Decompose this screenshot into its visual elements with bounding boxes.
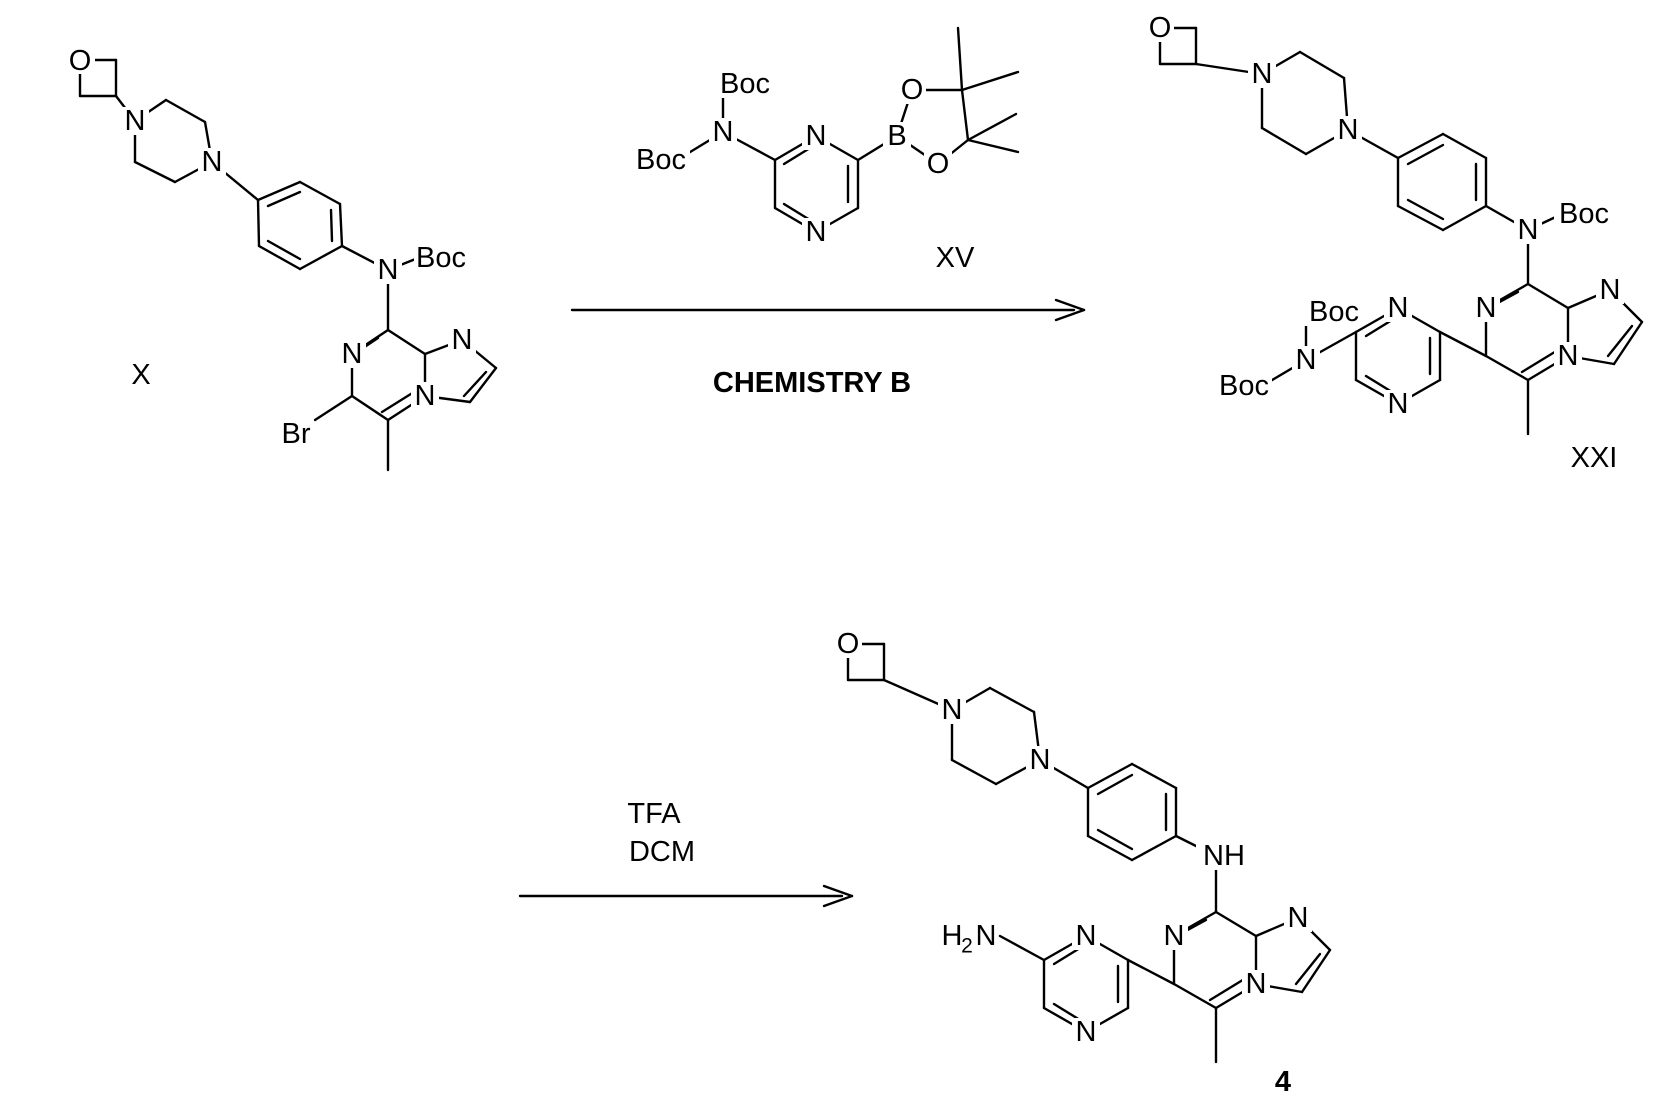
product-4-label: 4 xyxy=(1275,1066,1291,1098)
atom-n: N xyxy=(1076,1016,1097,1048)
atom-n: N xyxy=(1388,292,1409,324)
atom-o: O xyxy=(69,45,92,77)
compound-xv-label: XV xyxy=(936,242,975,274)
atom-n: N xyxy=(1338,114,1359,146)
atom-n: N xyxy=(1288,902,1309,934)
atom-o: O xyxy=(837,628,860,660)
boc-group: Boc xyxy=(720,68,770,100)
boc-group: Boc xyxy=(636,144,686,176)
atom-n: N xyxy=(378,254,399,286)
atom-n: N xyxy=(1600,274,1621,306)
compound-xxi-atoms: O N N N Boc N N N N N N Boc Boc xyxy=(1146,12,1624,420)
atom-o: O xyxy=(1149,12,1172,44)
reaction-arrow-1 xyxy=(572,300,1084,320)
atom-n: N xyxy=(342,338,363,370)
atom-n: N xyxy=(1076,920,1097,952)
atom-n: N xyxy=(1252,58,1273,90)
atom-b: B xyxy=(887,120,906,152)
compound-xxi-label: XXI xyxy=(1571,442,1618,474)
atom-n: N xyxy=(1388,388,1409,420)
step1-condition: CHEMISTRY B xyxy=(713,367,911,399)
atom-n: N xyxy=(1476,292,1497,324)
atom-n: N xyxy=(713,116,734,148)
atom-n: N xyxy=(806,216,827,248)
atom-n: N xyxy=(1030,744,1051,776)
amino-subscript: 2 xyxy=(961,935,973,958)
product-4-atoms: O N N NH N N N N N H 2 N xyxy=(834,628,1312,1048)
atom-n: N xyxy=(1558,340,1579,372)
boc-group: Boc xyxy=(1559,198,1609,230)
atom-n: N xyxy=(415,380,436,412)
atom-o: O xyxy=(927,148,950,180)
atom-n: N xyxy=(942,694,963,726)
atom-n: N xyxy=(125,105,146,137)
atom-n: N xyxy=(452,324,473,356)
compound-x-label: X xyxy=(131,359,150,391)
amino-n: N xyxy=(976,920,997,952)
atom-n: N xyxy=(1164,920,1185,952)
compound-x-atoms: O N N N Boc N N N Br xyxy=(67,45,476,450)
atom-br: Br xyxy=(282,418,311,450)
atom-n: N xyxy=(806,120,827,152)
reaction-arrow-2 xyxy=(520,886,852,906)
boc-group: Boc xyxy=(1219,370,1269,402)
atom-o: O xyxy=(901,74,924,106)
amine-nh: NH xyxy=(1203,840,1245,872)
atom-n: N xyxy=(1518,214,1539,246)
step2-reagent-dcm: DCM xyxy=(629,836,695,868)
amino-h: H xyxy=(942,920,963,952)
boc-group: Boc xyxy=(1309,296,1359,328)
atom-n: N xyxy=(1246,968,1267,1000)
boc-group: Boc xyxy=(416,242,466,274)
atom-n: N xyxy=(202,146,223,178)
atom-n: N xyxy=(1296,344,1317,376)
step2-reagent-tfa: TFA xyxy=(627,798,681,830)
